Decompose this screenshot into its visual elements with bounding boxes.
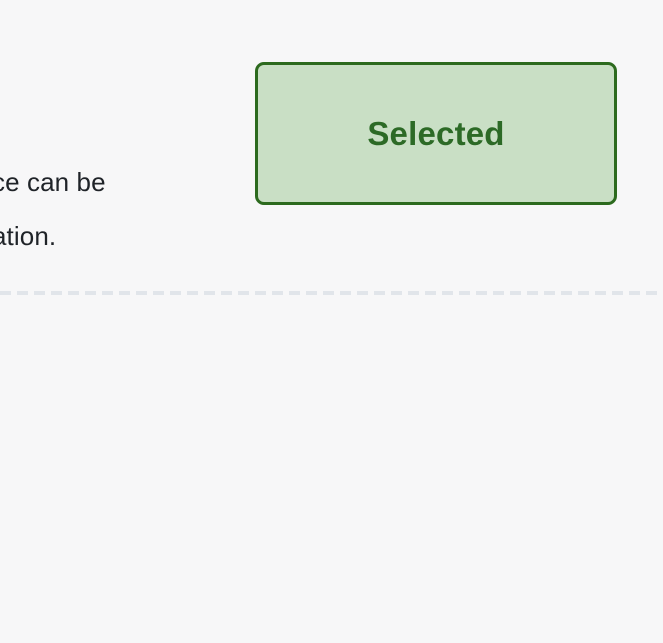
description-line: ce can be (0, 167, 106, 197)
row-divider (0, 291, 663, 295)
selected-button[interactable]: Selected (255, 62, 617, 205)
option-description-selected: ce can be ation. (0, 155, 240, 263)
description-line: ation. (0, 221, 57, 251)
option-row-unselected: ession 2 Big Idea of alues) and Select (0, 296, 663, 643)
option-row-selected: ce can be ation. Selected (0, 0, 663, 293)
